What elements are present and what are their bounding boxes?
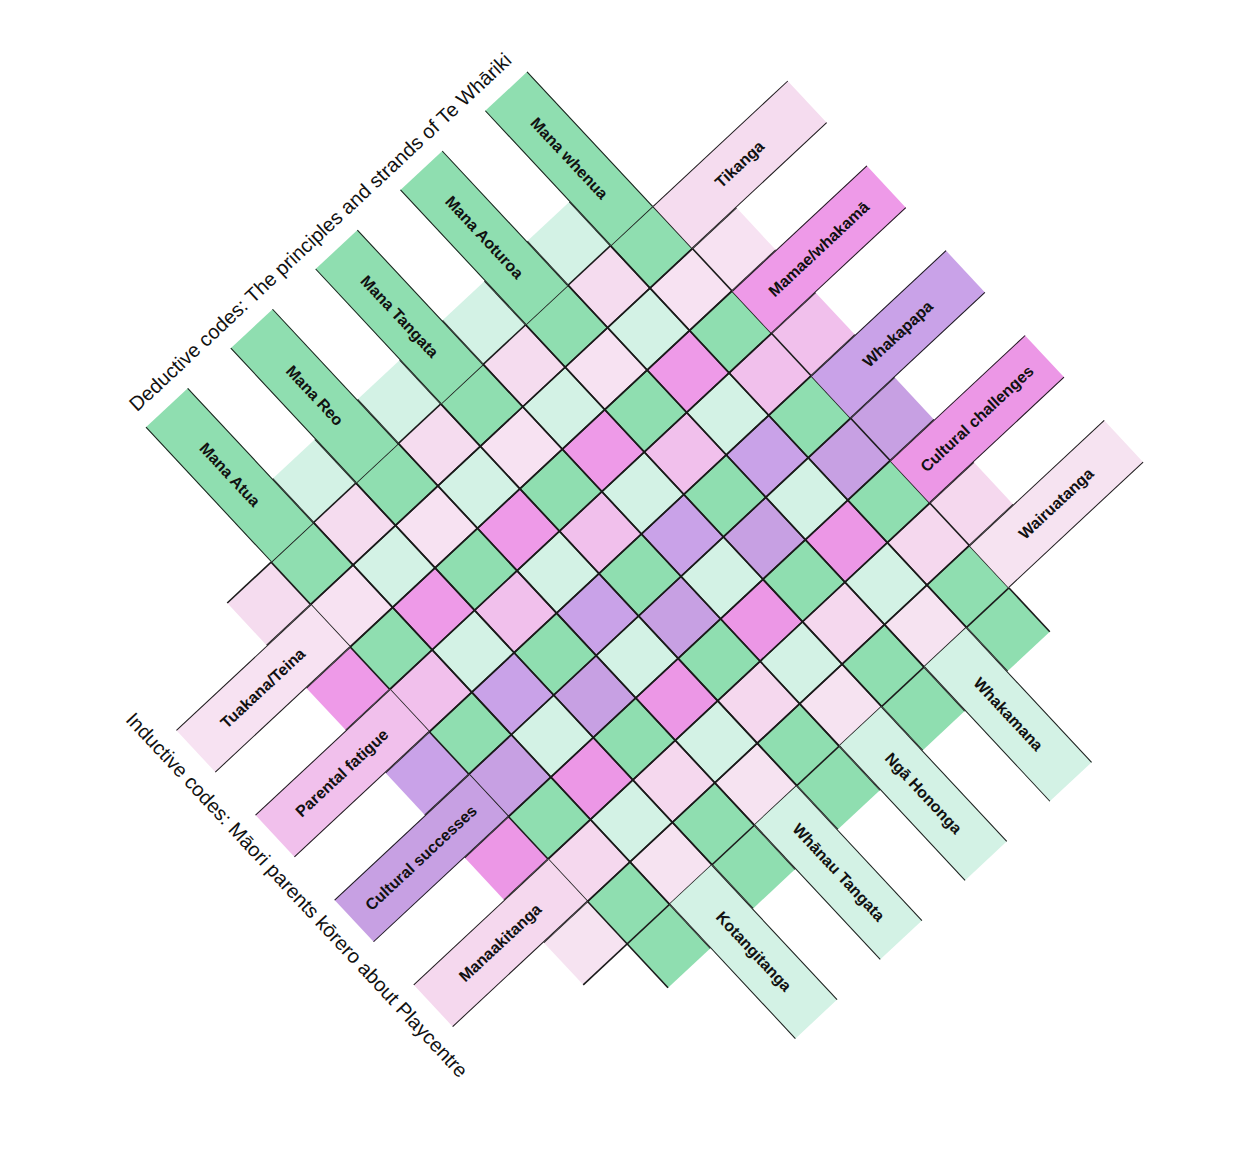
- strand-edge: [469, 377, 895, 774]
- strand-label: Cultural successes: [362, 802, 481, 915]
- strand-label: Tuakana/Teina: [217, 645, 309, 732]
- strand-edge: [400, 360, 797, 786]
- strand-label: Mana Reo: [282, 362, 347, 430]
- strand-edge: [465, 461, 891, 858]
- strand-label: Mana whenua: [527, 114, 612, 203]
- strand-label: Whakapapa: [860, 297, 937, 371]
- strand-label: Whānau Tangata: [788, 820, 888, 925]
- strand-label: Parental fatigue: [292, 726, 392, 821]
- strand-label: Cultural challenges: [917, 362, 1037, 476]
- strand-label: Ngā Hononga: [881, 749, 965, 837]
- strand-label: Kotangitanga: [712, 908, 795, 995]
- strand-label: Mana Tangata: [357, 272, 442, 361]
- strand-edge: [306, 291, 732, 688]
- strand-label: Mana Aoturoa: [441, 193, 527, 283]
- strand-edge: [385, 376, 811, 773]
- strand-label: Mamae/whakamā: [765, 198, 873, 300]
- strand-label: Whakamana: [970, 674, 1047, 755]
- strand-label: Manaakitanga: [456, 900, 546, 985]
- strand-label: Wairuatanga: [1015, 465, 1097, 543]
- weave-cell: [588, 862, 670, 944]
- strand-edge: [483, 364, 880, 790]
- strand-label: Tikanga: [712, 137, 768, 191]
- strand-edge: [485, 281, 882, 707]
- strand-label: Mana Atua: [196, 440, 264, 511]
- strand-edge: [315, 439, 712, 865]
